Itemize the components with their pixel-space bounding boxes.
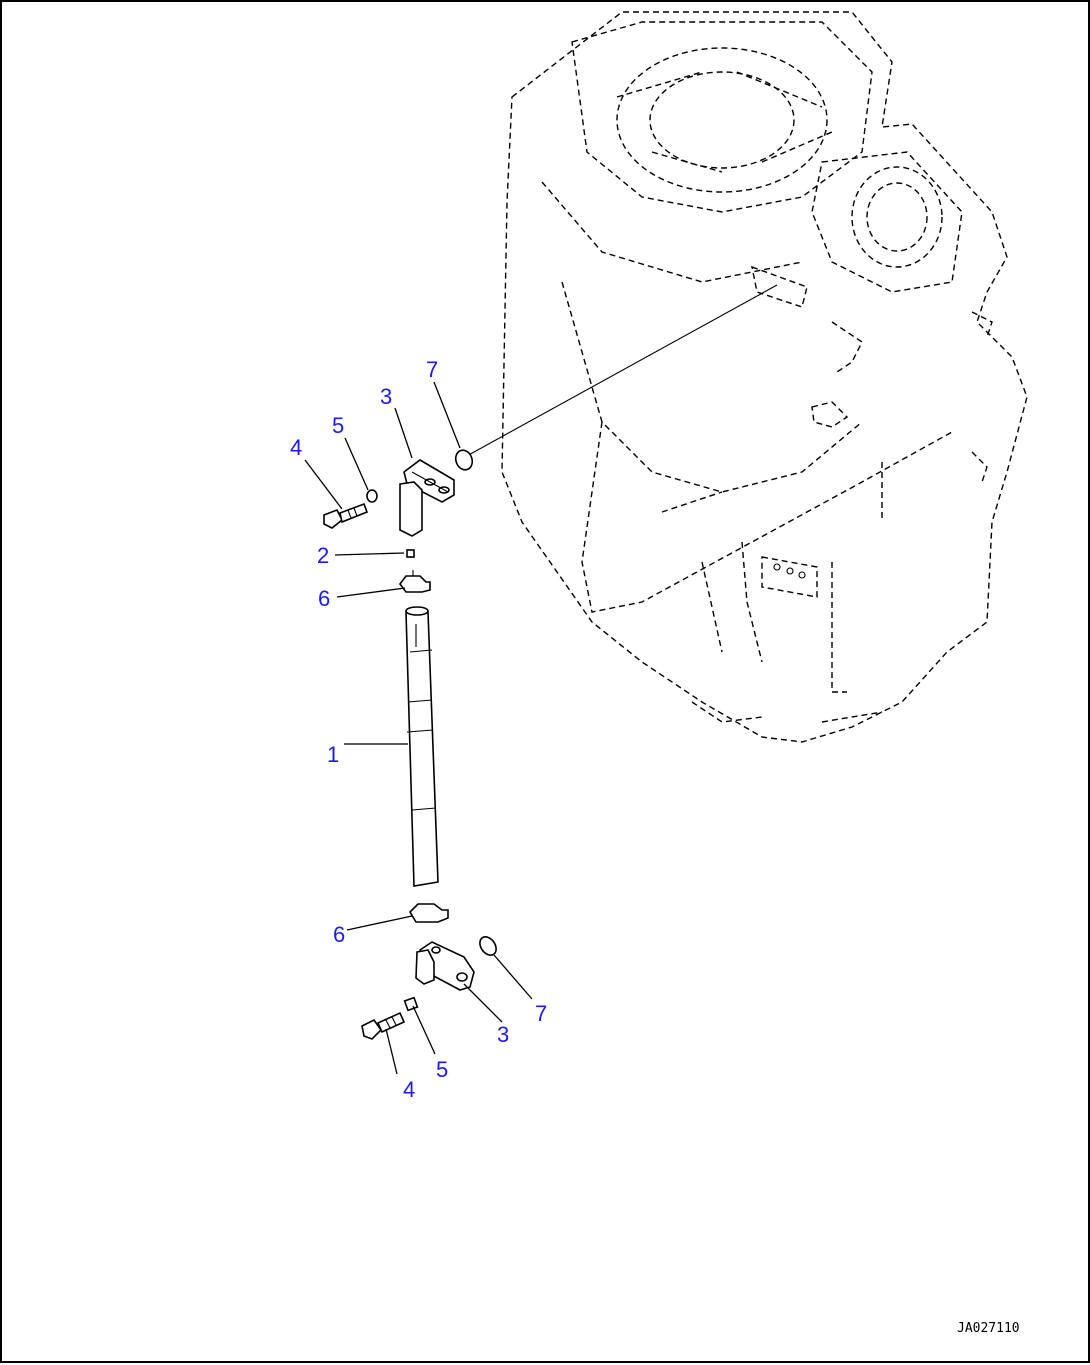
callout-ball: 2 xyxy=(317,543,329,568)
lower-washer xyxy=(403,996,419,1012)
callout-bracket-lower: 3 xyxy=(497,1022,509,1047)
lower-bracket xyxy=(415,941,475,991)
callout-washer-upper: 5 xyxy=(332,413,344,438)
shift-shaft xyxy=(405,606,439,887)
callout-collar-lower: 6 xyxy=(333,922,345,947)
callout-labels: 1 2 3 4 5 6 7 6 3 4 5 7 xyxy=(290,357,547,1102)
upper-bracket xyxy=(399,459,455,537)
callout-plug-upper: 7 xyxy=(426,357,438,382)
lower-collar xyxy=(408,903,449,923)
callout-washer-lower: 5 xyxy=(436,1057,448,1082)
ball xyxy=(406,549,415,558)
upper-bolt xyxy=(323,502,369,529)
callout-shaft: 1 xyxy=(327,742,339,767)
callout-bracket-upper: 3 xyxy=(380,384,392,409)
lower-plug xyxy=(479,936,497,956)
upper-collar xyxy=(399,570,431,593)
upper-plug xyxy=(454,449,474,471)
callout-plug-lower: 7 xyxy=(535,1001,547,1026)
callout-bolt-upper: 4 xyxy=(290,435,302,460)
callout-bolt-lower: 4 xyxy=(403,1077,415,1102)
lower-bolt xyxy=(361,1011,406,1040)
drawing-id: JA027110 xyxy=(957,1321,1020,1336)
transmission-housing-ghost xyxy=(501,11,1028,743)
upper-washer xyxy=(366,489,378,503)
mounting-alignment-line xyxy=(464,284,778,458)
leader-lines xyxy=(304,381,533,1075)
callout-collar-upper: 6 xyxy=(318,586,330,611)
